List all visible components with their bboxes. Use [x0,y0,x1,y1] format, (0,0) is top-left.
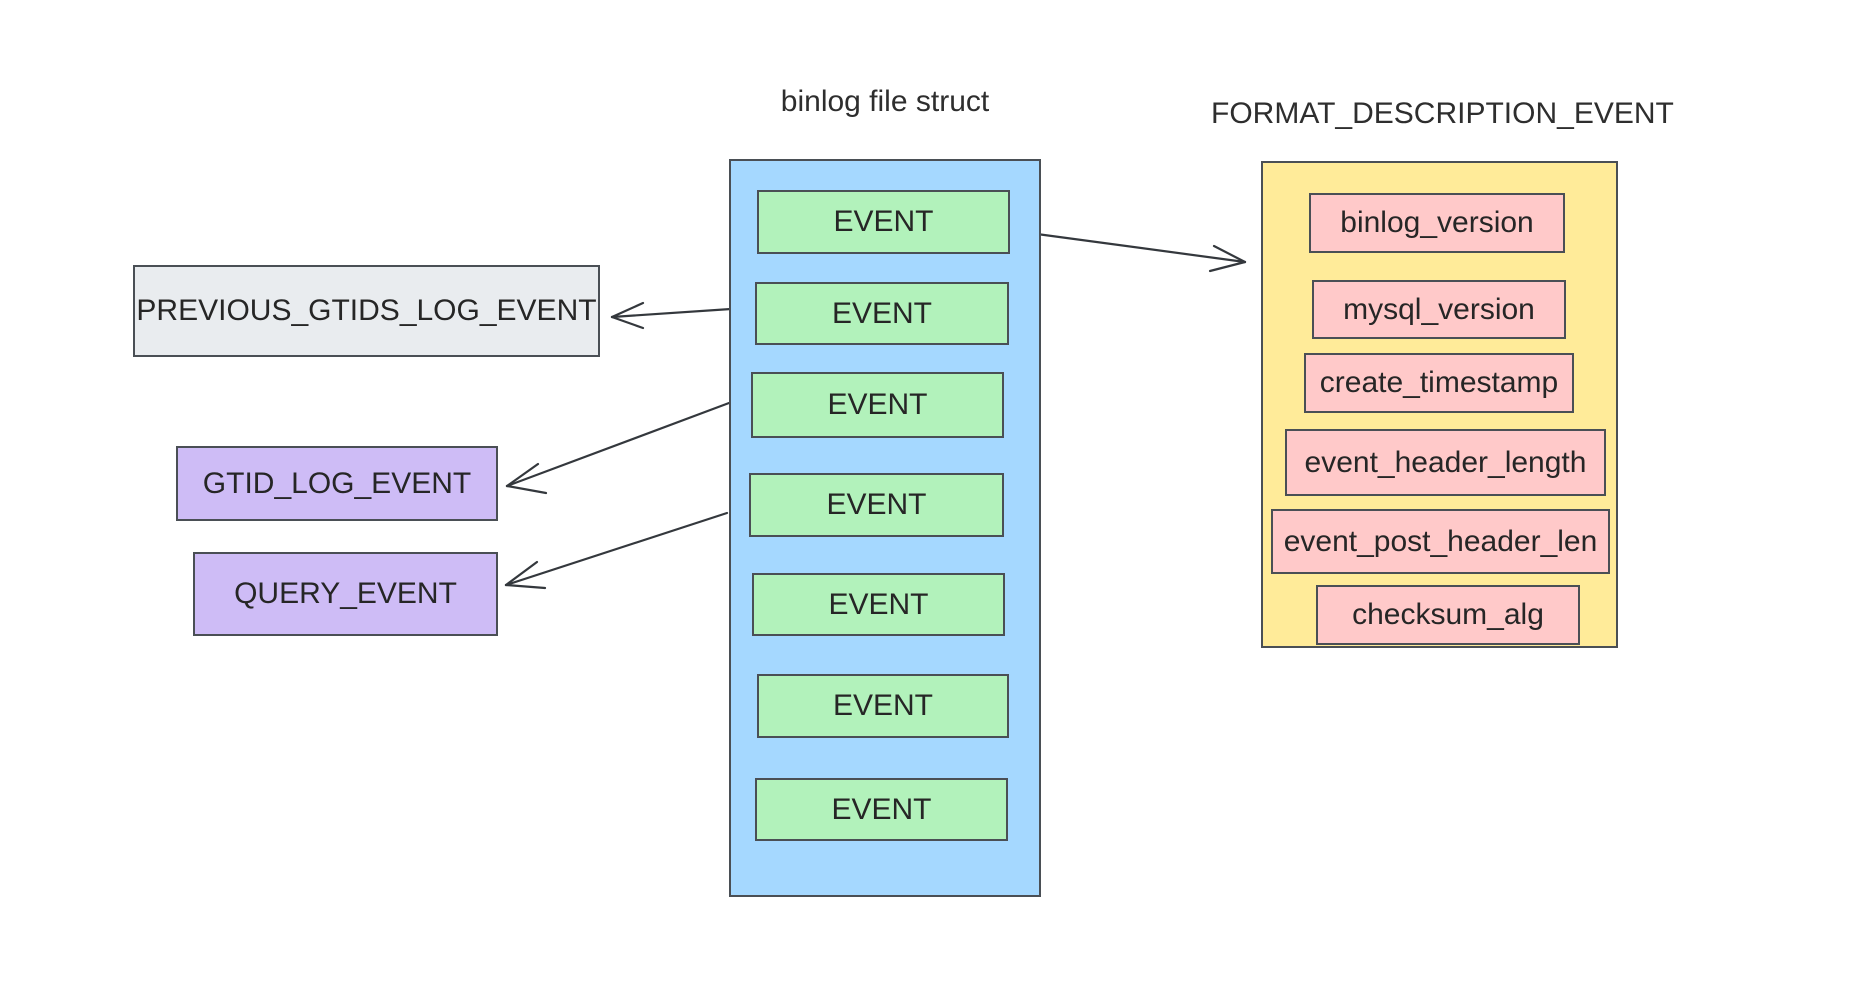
query-event-box: QUERY_EVENT [193,552,498,636]
field-event-post-header-len: event_post_header_len [1271,509,1610,574]
field-event-header-length: event_header_length [1285,429,1606,496]
field-create-timestamp: create_timestamp [1304,353,1574,413]
event-box: EVENT [755,778,1008,841]
format-description-title: FORMAT_DESCRIPTION_EVENT [1211,97,1674,130]
gtid-log-event-box: GTID_LOG_EVENT [176,446,498,521]
event-box: EVENT [755,282,1009,345]
event-box: EVENT [757,190,1010,254]
previous-gtids-log-event-box: PREVIOUS_GTIDS_LOG_EVENT [133,265,600,357]
arrow-to-query [504,511,729,590]
field-mysql-version: mysql_version [1312,280,1566,339]
field-binlog-version: binlog_version [1309,193,1565,253]
format-description-container: binlog_version mysql_version create_time… [1261,161,1618,648]
arrow-to-previous-gtids [610,301,733,330]
binlog-container: EVENT EVENT EVENT EVENT EVENT EVENT EVEN… [729,159,1041,897]
arrow-event-to-format-description [1020,230,1247,273]
event-box: EVENT [757,674,1009,738]
binlog-struct-title: binlog file struct [780,85,990,118]
event-box: EVENT [749,473,1004,537]
event-box: EVENT [751,372,1004,438]
arrow-to-gtid-log [505,401,731,495]
field-checksum-alg: checksum_alg [1316,585,1580,645]
event-box: EVENT [752,573,1005,636]
